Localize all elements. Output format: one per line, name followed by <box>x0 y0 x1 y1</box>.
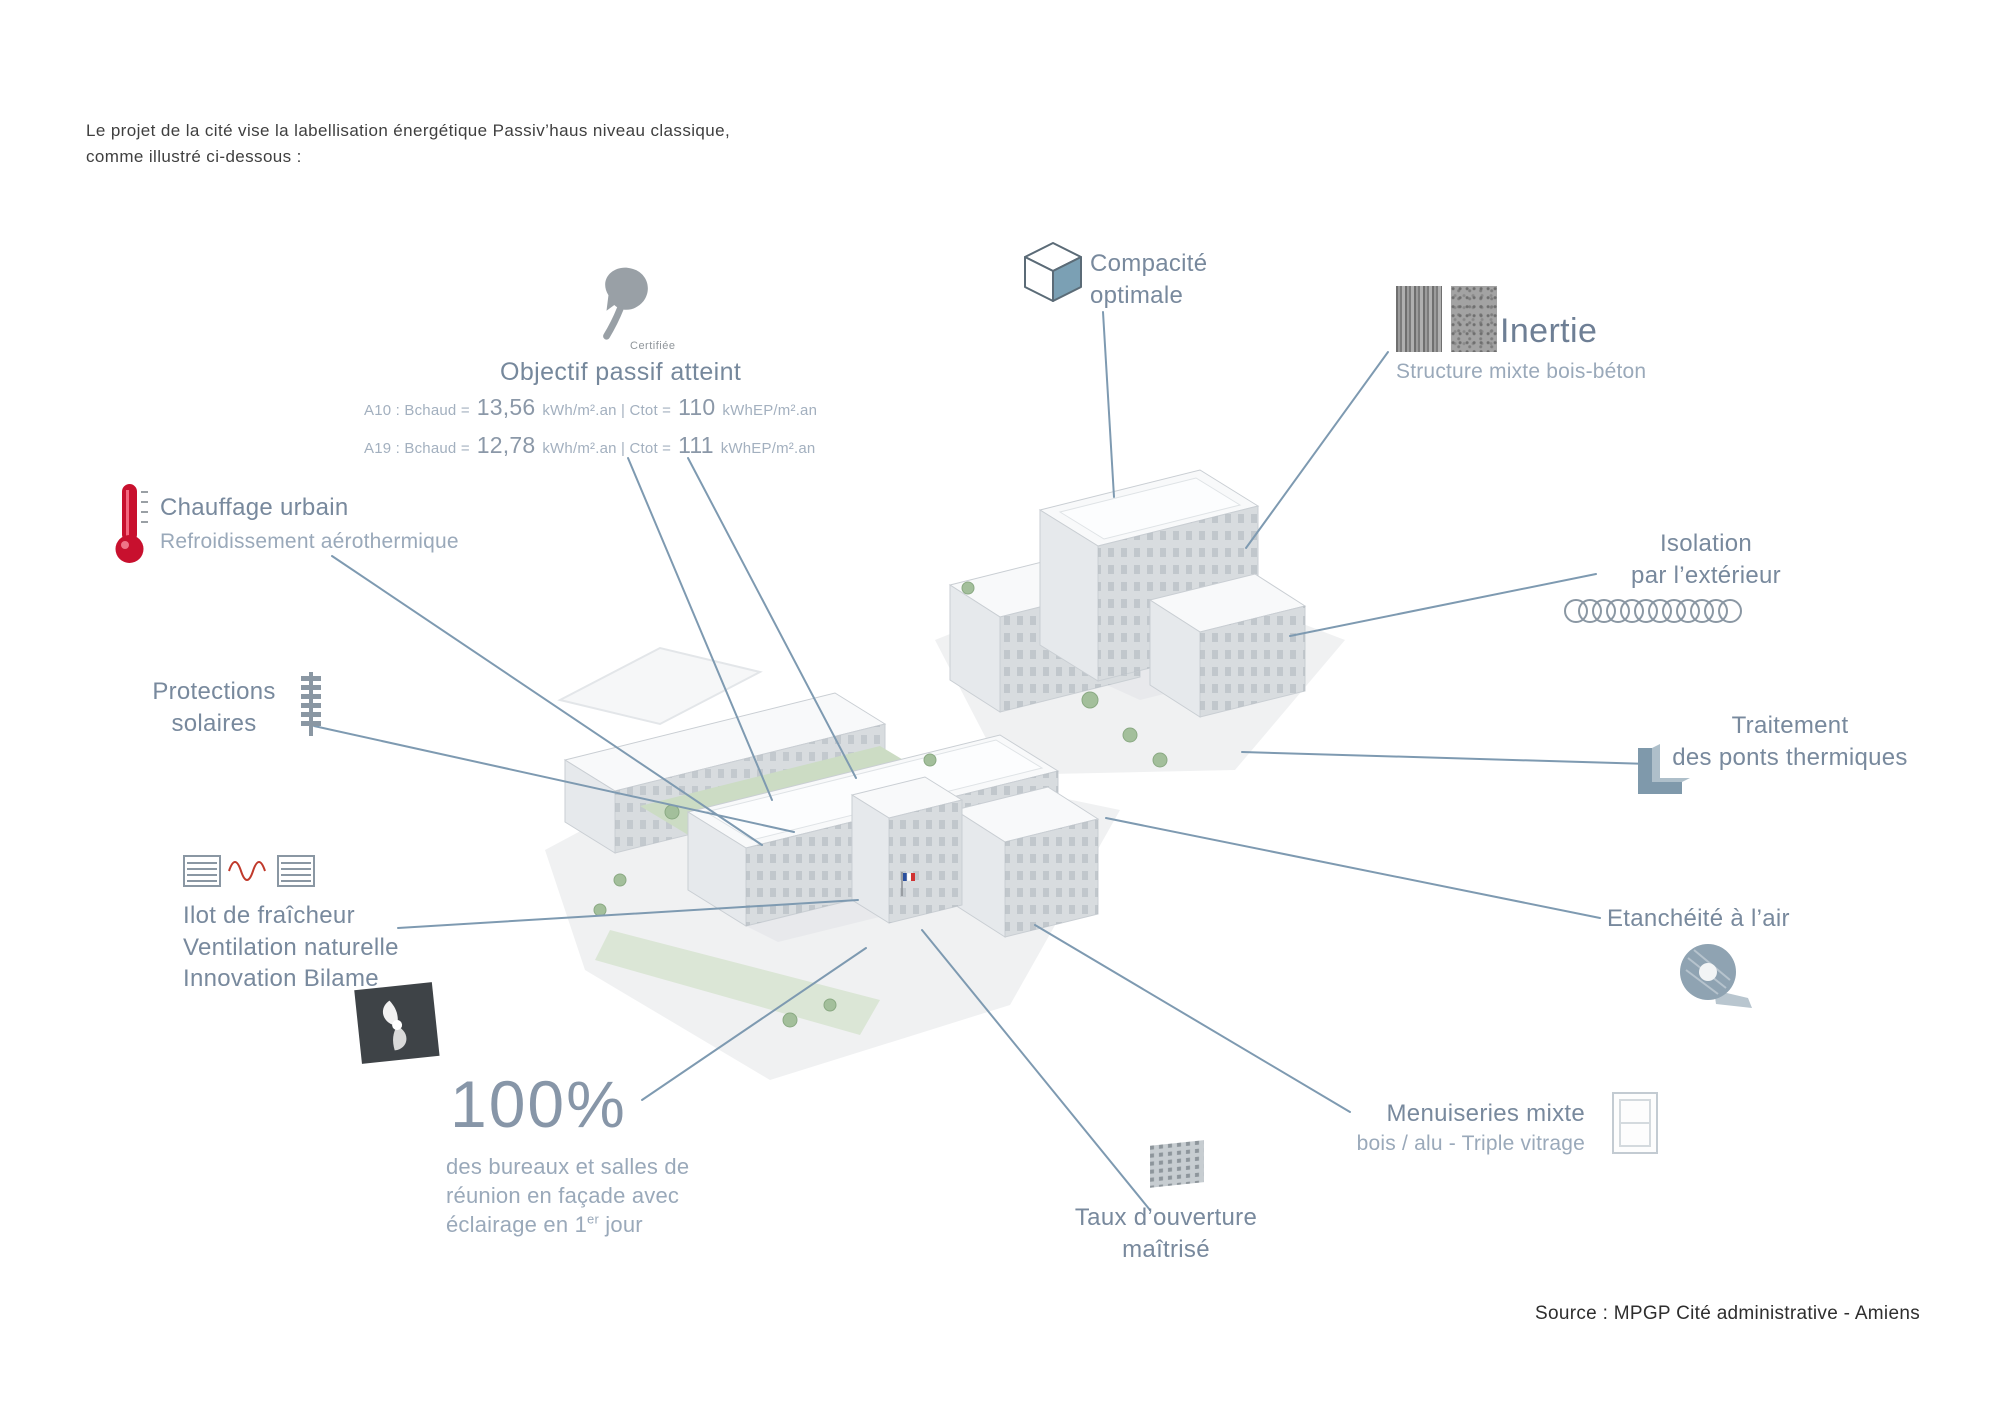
ponts-line-2: des ponts thermiques <box>1672 743 1908 771</box>
protections-label: Protections solaires <box>130 676 298 739</box>
a10-unit-2: kWhEP/m².an <box>722 402 818 419</box>
intro-text: Le projet de la cité vise la labellisati… <box>86 118 906 171</box>
objectif-a10-row: A10 : Bchaud = 13,56 kWh/m².an | Ctot = … <box>364 394 817 421</box>
percent-line-3: éclairage en 1er jour <box>446 1210 689 1239</box>
leader-menuiseries <box>1034 924 1351 1113</box>
inertie-textures <box>1396 286 1498 357</box>
a10-unit-1: kWh/m².an | Ctot = <box>542 402 672 419</box>
etancheite-label: Etanchéité à l’air <box>1607 905 1790 932</box>
a19-label: A19 : Bchaud = <box>364 440 470 457</box>
insulation-coil-icon <box>1564 596 1742 631</box>
taux-label: Taux d’ouverture maîtrisé <box>1052 1202 1280 1265</box>
french-flag-icon <box>901 872 915 896</box>
taux-line-2: maîtrisé <box>1122 1235 1210 1263</box>
a19-unit-1: kWh/m².an | Ctot = <box>542 440 672 457</box>
thermal-bridge-icon <box>1630 742 1692 807</box>
a19-value-1: 12,78 <box>476 432 536 458</box>
leader-compacite <box>1102 311 1115 498</box>
leader-protections <box>313 725 795 833</box>
leader-ponts <box>1241 751 1651 765</box>
menuiseries-line-1: Menuiseries mixte <box>1386 1100 1585 1127</box>
leader-isolation <box>1289 573 1597 637</box>
vent-grille-icon <box>183 855 221 887</box>
intro-line-2: comme illustré ci-dessous : <box>86 147 302 167</box>
compacite-line-1: Compacité <box>1090 250 1208 277</box>
isolation-line-1: Isolation <box>1659 530 1753 557</box>
ilot-line-2: Ventilation naturelle <box>183 933 399 961</box>
intro-line-1: Le projet de la cité vise la labellisati… <box>86 121 731 140</box>
leader-ilot <box>397 899 859 929</box>
thermometer-icon <box>112 480 152 571</box>
facade-ratio-icon <box>1148 1136 1208 1197</box>
menuiseries-line-2: bois / alu - Triple vitrage <box>1356 1131 1585 1155</box>
percent-line-3-post: jour <box>598 1212 643 1238</box>
inertie-subtitle: Structure mixte bois-béton <box>1396 360 1647 383</box>
building-illustration <box>545 469 1345 1080</box>
ponts-line-1: Traitement <box>1731 712 1849 739</box>
leader-objectif-a <box>627 457 773 801</box>
ponts-label: Traitement des ponts thermiques <box>1655 710 1925 773</box>
a19-value-2: 111 <box>678 432 714 458</box>
source-caption: Source : MPGP Cité administrative - Amie… <box>1535 1303 1920 1324</box>
protections-line-1: Protections <box>152 678 276 705</box>
percent-caption: des bureaux et salles de réunion en faça… <box>446 1152 689 1239</box>
cube-icon <box>1024 242 1082 302</box>
percent-value: 100% <box>450 1067 627 1141</box>
compacite-line-2: optimale <box>1090 281 1184 309</box>
chauffage-subtitle: Refroidissement aérothermique <box>160 530 459 553</box>
leader-taux <box>921 929 1151 1211</box>
percent-line-3-sup: er <box>587 1211 599 1227</box>
taux-line-1: Taux d’ouverture <box>1074 1204 1258 1231</box>
leader-etancheite <box>1105 817 1601 919</box>
a19-unit-2: kWhEP/m².an <box>720 440 816 457</box>
protections-line-2: solaires <box>171 709 257 737</box>
ilot-icons <box>183 855 315 887</box>
certified-caption: Certifiée <box>630 340 676 352</box>
leader-lines <box>313 311 1651 1211</box>
wood-texture-icon <box>1396 286 1442 352</box>
objectif-a19-row: A19 : Bchaud = 12,78 kWh/m².an | Ctot = … <box>364 432 815 459</box>
sealing-tape-icon <box>1674 936 1754 1019</box>
isolation-label: Isolation par l’extérieur <box>1600 528 1812 591</box>
window-icon <box>1612 1092 1658 1159</box>
percent-line-2: réunion en façade avec <box>446 1183 680 1209</box>
leader-objectif-b <box>687 457 857 779</box>
leader-100 <box>641 947 867 1101</box>
percent-line-1: des bureaux et salles de <box>446 1154 690 1179</box>
isolation-line-2: par l’extérieur <box>1631 561 1781 589</box>
certification-icon <box>592 262 662 349</box>
concrete-texture-icon <box>1451 286 1498 352</box>
ilot-line-3: Innovation Bilame <box>183 965 379 993</box>
a10-value-2: 110 <box>678 394 716 420</box>
leader-inertie <box>1245 351 1389 549</box>
ilot-line-1: Ilot de fraîcheur <box>183 902 355 929</box>
vent-grille-icon <box>277 855 315 887</box>
bilame-fan-icon <box>354 982 440 1071</box>
percent-line-3-pre: éclairage en 1 <box>446 1212 588 1238</box>
ilot-label: Ilot de fraîcheur Ventilation naturelle … <box>183 900 399 995</box>
airflow-wave-icon <box>228 861 266 881</box>
compacite-icon <box>1022 240 1084 309</box>
leader-chauffage <box>331 555 763 846</box>
a10-value-1: 13,56 <box>476 394 536 420</box>
louver-icon <box>298 672 324 741</box>
a10-label: A10 : Bchaud = <box>364 402 470 419</box>
chauffage-title: Chauffage urbain <box>160 494 349 521</box>
trees <box>593 581 1168 1028</box>
compacite-label: Compacité optimale <box>1090 248 1207 311</box>
menuiseries-label: Menuiseries mixte bois / alu - Triple vi… <box>1290 1098 1585 1157</box>
inertie-title: Inertie <box>1500 312 1598 350</box>
objectif-title: Objectif passif atteint <box>500 358 742 386</box>
